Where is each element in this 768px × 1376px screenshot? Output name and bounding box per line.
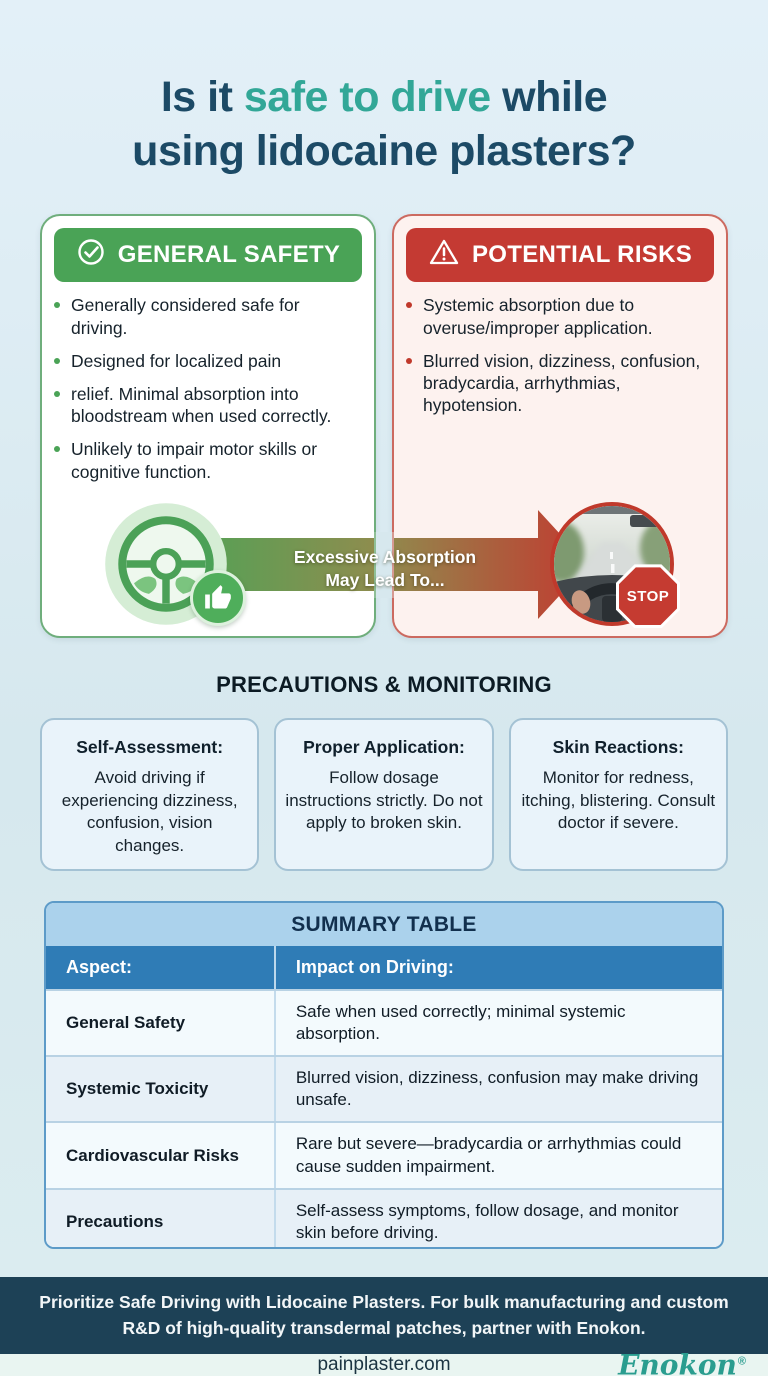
- bullet-item: relief. Minimal absorption into bloodstr…: [54, 383, 360, 427]
- registered-mark: ®: [737, 1355, 746, 1368]
- table-row: Precautions Self-assess symptoms, follow…: [46, 1187, 722, 1248]
- precaution-body: Avoid driving if experiencing dizziness,…: [61, 768, 238, 855]
- brand-name: Enokon: [618, 1348, 737, 1376]
- potential-risks-header-label: POTENTIAL RISKS: [471, 241, 693, 269]
- bullet-item: Systemic absorption due to overuse/impro…: [406, 294, 712, 338]
- bullet-dot: [54, 302, 60, 309]
- unsafe-driving-illustration: STOP: [550, 502, 680, 632]
- precautions-row: Self-Assessment: Avoid driving if experi…: [40, 718, 728, 872]
- arrow-label-line1: Excessive Absorption: [293, 547, 477, 568]
- bullet-dot: [406, 302, 412, 309]
- precaution-title: Skin Reactions:: [552, 737, 684, 758]
- summary-table-title: SUMMARY TABLE: [46, 903, 722, 947]
- row-impact-cell: Safe when used correctly; minimal system…: [295, 1002, 626, 1044]
- precaution-card-proper-application: Proper Application: Follow dosage instru…: [274, 718, 494, 872]
- bullet-text: Unlikely to impair motor skills or cogni…: [71, 439, 318, 482]
- bullet-item: Blurred vision, dizziness, confusion, br…: [406, 350, 712, 417]
- bullet-dot: [54, 446, 60, 453]
- bullet-text: relief. Minimal absorption into bloodstr…: [71, 384, 332, 427]
- footer-bar: painplaster.com Enokon®: [0, 1349, 768, 1376]
- row-aspect-cell: Systemic Toxicity: [46, 1057, 276, 1122]
- row-impact-cell: Rare but severe—bradycardia or arrhythmi…: [295, 1134, 682, 1176]
- general-safety-header-label: GENERAL SAFETY: [117, 241, 341, 269]
- stop-sign-label: STOP: [619, 567, 677, 626]
- title-highlight: safe to drive: [243, 73, 491, 121]
- precaution-body: Monitor for redness, itching, blistering…: [521, 768, 716, 833]
- table-header-row: Aspect: Impact on Driving:: [46, 946, 722, 990]
- arrow-label-line2: May Lead To...: [325, 570, 445, 591]
- title-post: while: [490, 73, 608, 121]
- bullet-dot: [54, 391, 60, 397]
- bullet-dot: [54, 357, 60, 364]
- column-header-aspect: Aspect:: [46, 946, 276, 990]
- precaution-card-skin-reactions: Skin Reactions: Monitor for redness, itc…: [508, 718, 728, 872]
- card-gap-divider: [374, 532, 394, 599]
- precautions-heading: PRECAUTIONS & MONITORING: [216, 672, 552, 698]
- page-title: Is it safe to drive while using lidocaine…: [28, 70, 740, 178]
- brand-logo: Enokon®: [618, 1349, 746, 1376]
- row-impact-cell: Self-assess symptoms, follow dosage, and…: [295, 1200, 679, 1242]
- row-aspect-cell: Precautions: [46, 1189, 276, 1248]
- bullet-item: Designed for localized pain: [54, 350, 360, 372]
- arrow-label: Excessive Absorption May Lead To...: [255, 546, 515, 592]
- bullet-text: Systemic absorption due to overuse/impro…: [423, 295, 653, 338]
- general-safety-card: GENERAL SAFETY Generally considered safe…: [40, 214, 376, 639]
- row-aspect-cell: Cardiovascular Risks: [46, 1123, 276, 1188]
- row-impact-cell: Blurred vision, dizziness, confusion may…: [295, 1068, 699, 1110]
- general-safety-header: GENERAL SAFETY: [54, 228, 362, 283]
- steering-wheel-icon: [105, 503, 227, 626]
- bullet-item: Unlikely to impair motor skills or cogni…: [54, 438, 360, 482]
- summary-table: SUMMARY TABLE Aspect: Impact on Driving:…: [44, 901, 724, 1250]
- precaution-title: Proper Application:: [303, 737, 465, 758]
- table-row: Cardiovascular Risks Rare but severe—bra…: [46, 1121, 722, 1188]
- title-line2: using lidocaine plasters?: [132, 127, 636, 176]
- row-aspect-cell: General Safety: [46, 991, 276, 1056]
- precaution-title: Self-Assessment:: [76, 737, 224, 758]
- column-header-impact: Impact on Driving:: [295, 957, 454, 978]
- bullet-text: Blurred vision, dizziness, confusion, br…: [423, 350, 701, 416]
- footer-banner: Prioritize Safe Driving with Lidocaine P…: [0, 1277, 768, 1354]
- bullet-dot: [406, 357, 412, 364]
- stop-sign-icon: STOP: [616, 564, 680, 629]
- precaution-body: Follow dosage instructions strictly. Do …: [285, 768, 483, 833]
- title-pre: Is it: [160, 73, 244, 121]
- website-link[interactable]: painplaster.com: [317, 1354, 451, 1375]
- potential-risks-header: POTENTIAL RISKS: [406, 228, 714, 283]
- table-row: Systemic Toxicity Blurred vision, dizzin…: [46, 1055, 722, 1122]
- bullet-item: Generally considered safe for driving.: [54, 294, 360, 338]
- table-row: General Safety Safe when used correctly;…: [46, 989, 722, 1056]
- safe-driving-illustration: [102, 500, 262, 640]
- general-safety-bullet-list: Generally considered safe for driving. D…: [54, 294, 360, 483]
- warning-triangle-icon: [428, 237, 460, 274]
- bullet-text: Designed for localized pain: [71, 350, 282, 371]
- bullet-text: Generally considered safe for driving.: [71, 295, 300, 338]
- potential-risks-bullet-list: Systemic absorption due to overuse/impro…: [406, 294, 712, 416]
- thumbs-up-icon: [190, 570, 246, 627]
- comparison-cards-row: GENERAL SAFETY Generally considered safe…: [40, 214, 728, 640]
- precaution-card-self-assessment: Self-Assessment: Avoid driving if experi…: [40, 718, 260, 872]
- check-circle-icon: [76, 237, 106, 274]
